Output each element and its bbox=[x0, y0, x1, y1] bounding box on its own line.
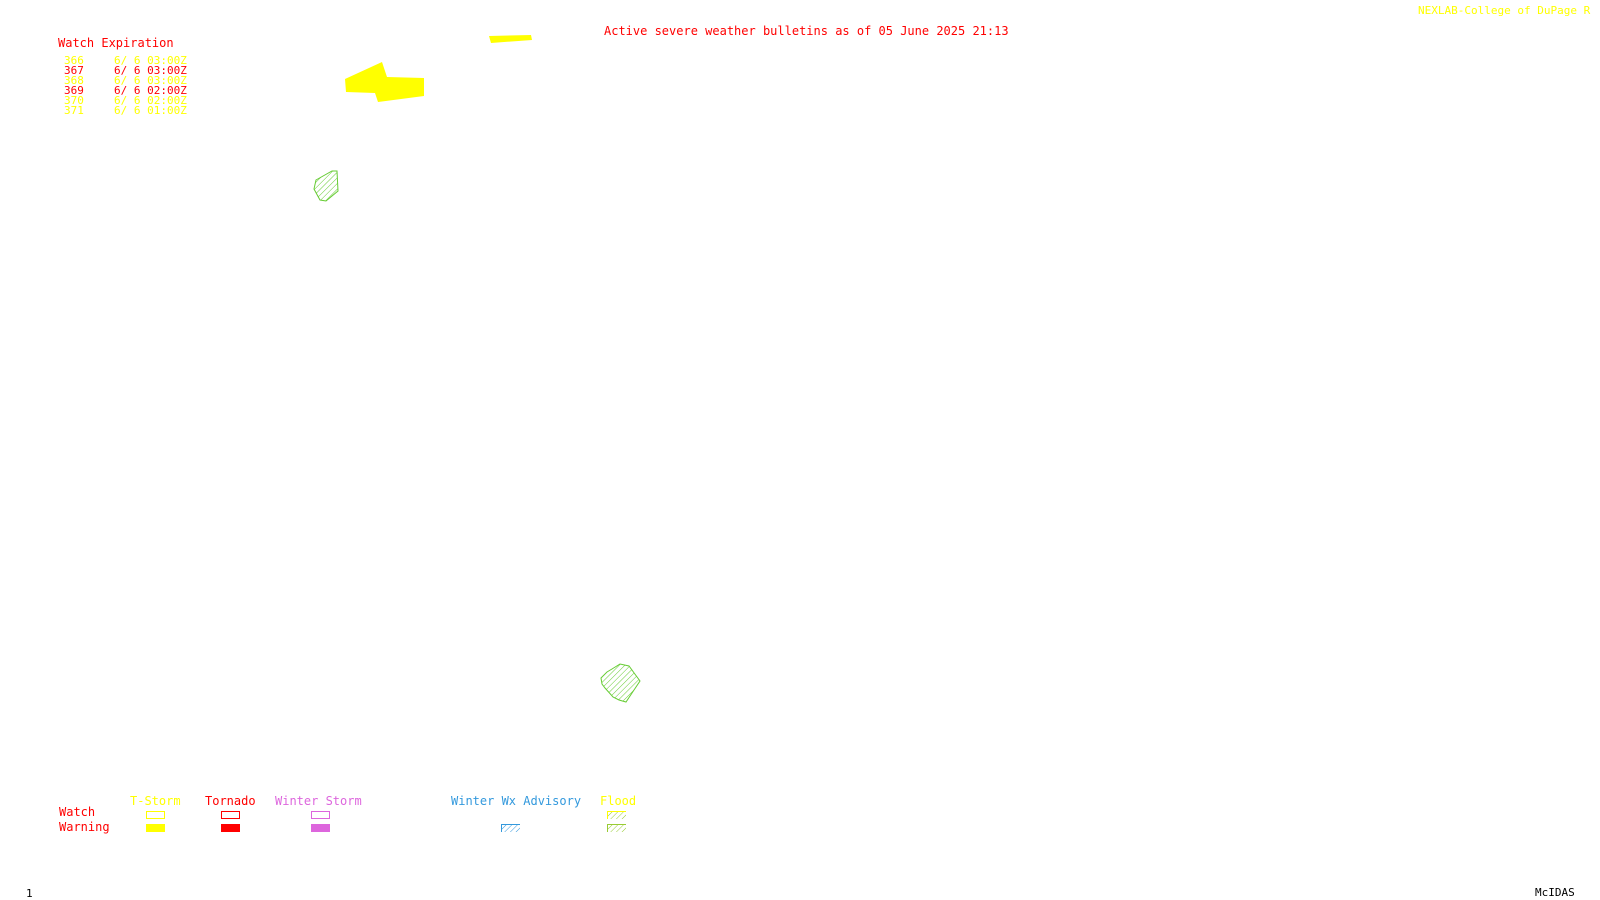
watch-expiration-time: 6/ 6 02:00Z bbox=[114, 94, 187, 107]
watch-number: 368 bbox=[64, 74, 84, 87]
bulletin-title: Active severe weather bulletins as of 05… bbox=[604, 24, 1009, 38]
watch-row: 366 6/ 6 03:00Z bbox=[64, 54, 204, 67]
watch-number: 369 bbox=[64, 84, 84, 97]
watch-expiration-heading: Watch Expiration bbox=[58, 36, 174, 50]
credit-label: NEXLAB-College of DuPage R bbox=[1418, 4, 1591, 17]
legend-tornado-warning-swatch bbox=[221, 824, 240, 832]
legend-row-label-watch: Watch bbox=[59, 805, 96, 819]
legend-flood-watch-swatch bbox=[607, 811, 626, 819]
legend-label-winter-wx-advisory: Winter Wx Advisory bbox=[451, 794, 582, 808]
legend-winter-storm-warning-swatch bbox=[311, 824, 330, 832]
watch-row: 368 6/ 6 03:00Z bbox=[64, 74, 204, 87]
legend-flood-warning-swatch bbox=[607, 824, 626, 832]
legend-label-flood: Flood bbox=[600, 794, 637, 808]
watch-number: 367 bbox=[64, 64, 84, 77]
flood-warning-area bbox=[313, 170, 339, 202]
legend-tstorm-warning-swatch bbox=[146, 824, 165, 832]
watch-expiration-time: 6/ 6 01:00Z bbox=[114, 104, 187, 117]
frame-number: 1 bbox=[26, 887, 33, 900]
watch-expiration-time: 6/ 6 03:00Z bbox=[114, 54, 187, 67]
tstorm-warning-area bbox=[345, 62, 424, 102]
watch-row: 369 6/ 6 02:00Z bbox=[64, 84, 204, 97]
legend-label-tstorm: T-Storm bbox=[130, 794, 181, 808]
legend-winter-wx-advisory-warning-swatch bbox=[501, 824, 520, 832]
legend-row-label-warning: Warning bbox=[59, 820, 110, 834]
flood-warning-area bbox=[600, 663, 641, 703]
watch-number: 371 bbox=[64, 104, 84, 117]
watch-expiration-time: 6/ 6 02:00Z bbox=[114, 84, 187, 97]
software-label: McIDAS bbox=[1535, 886, 1575, 899]
watch-row: 371 6/ 6 01:00Z bbox=[64, 104, 204, 117]
legend-label-winter-storm: Winter Storm bbox=[275, 794, 362, 808]
legend-tstorm-watch-swatch bbox=[146, 811, 165, 819]
watch-number: 370 bbox=[64, 94, 84, 107]
watch-row: 370 6/ 6 02:00Z bbox=[64, 94, 204, 107]
watch-row: 367 6/ 6 03:00Z bbox=[64, 64, 204, 77]
watch-expiration-time: 6/ 6 03:00Z bbox=[114, 74, 187, 87]
legend-label-tornado: Tornado bbox=[205, 794, 256, 808]
watch-number: 366 bbox=[64, 54, 84, 67]
legend-tornado-watch-swatch bbox=[221, 811, 240, 819]
watch-expiration-time: 6/ 6 03:00Z bbox=[114, 64, 187, 77]
legend-winter-storm-watch-swatch bbox=[311, 811, 330, 819]
tstorm-warning-area bbox=[489, 35, 532, 43]
